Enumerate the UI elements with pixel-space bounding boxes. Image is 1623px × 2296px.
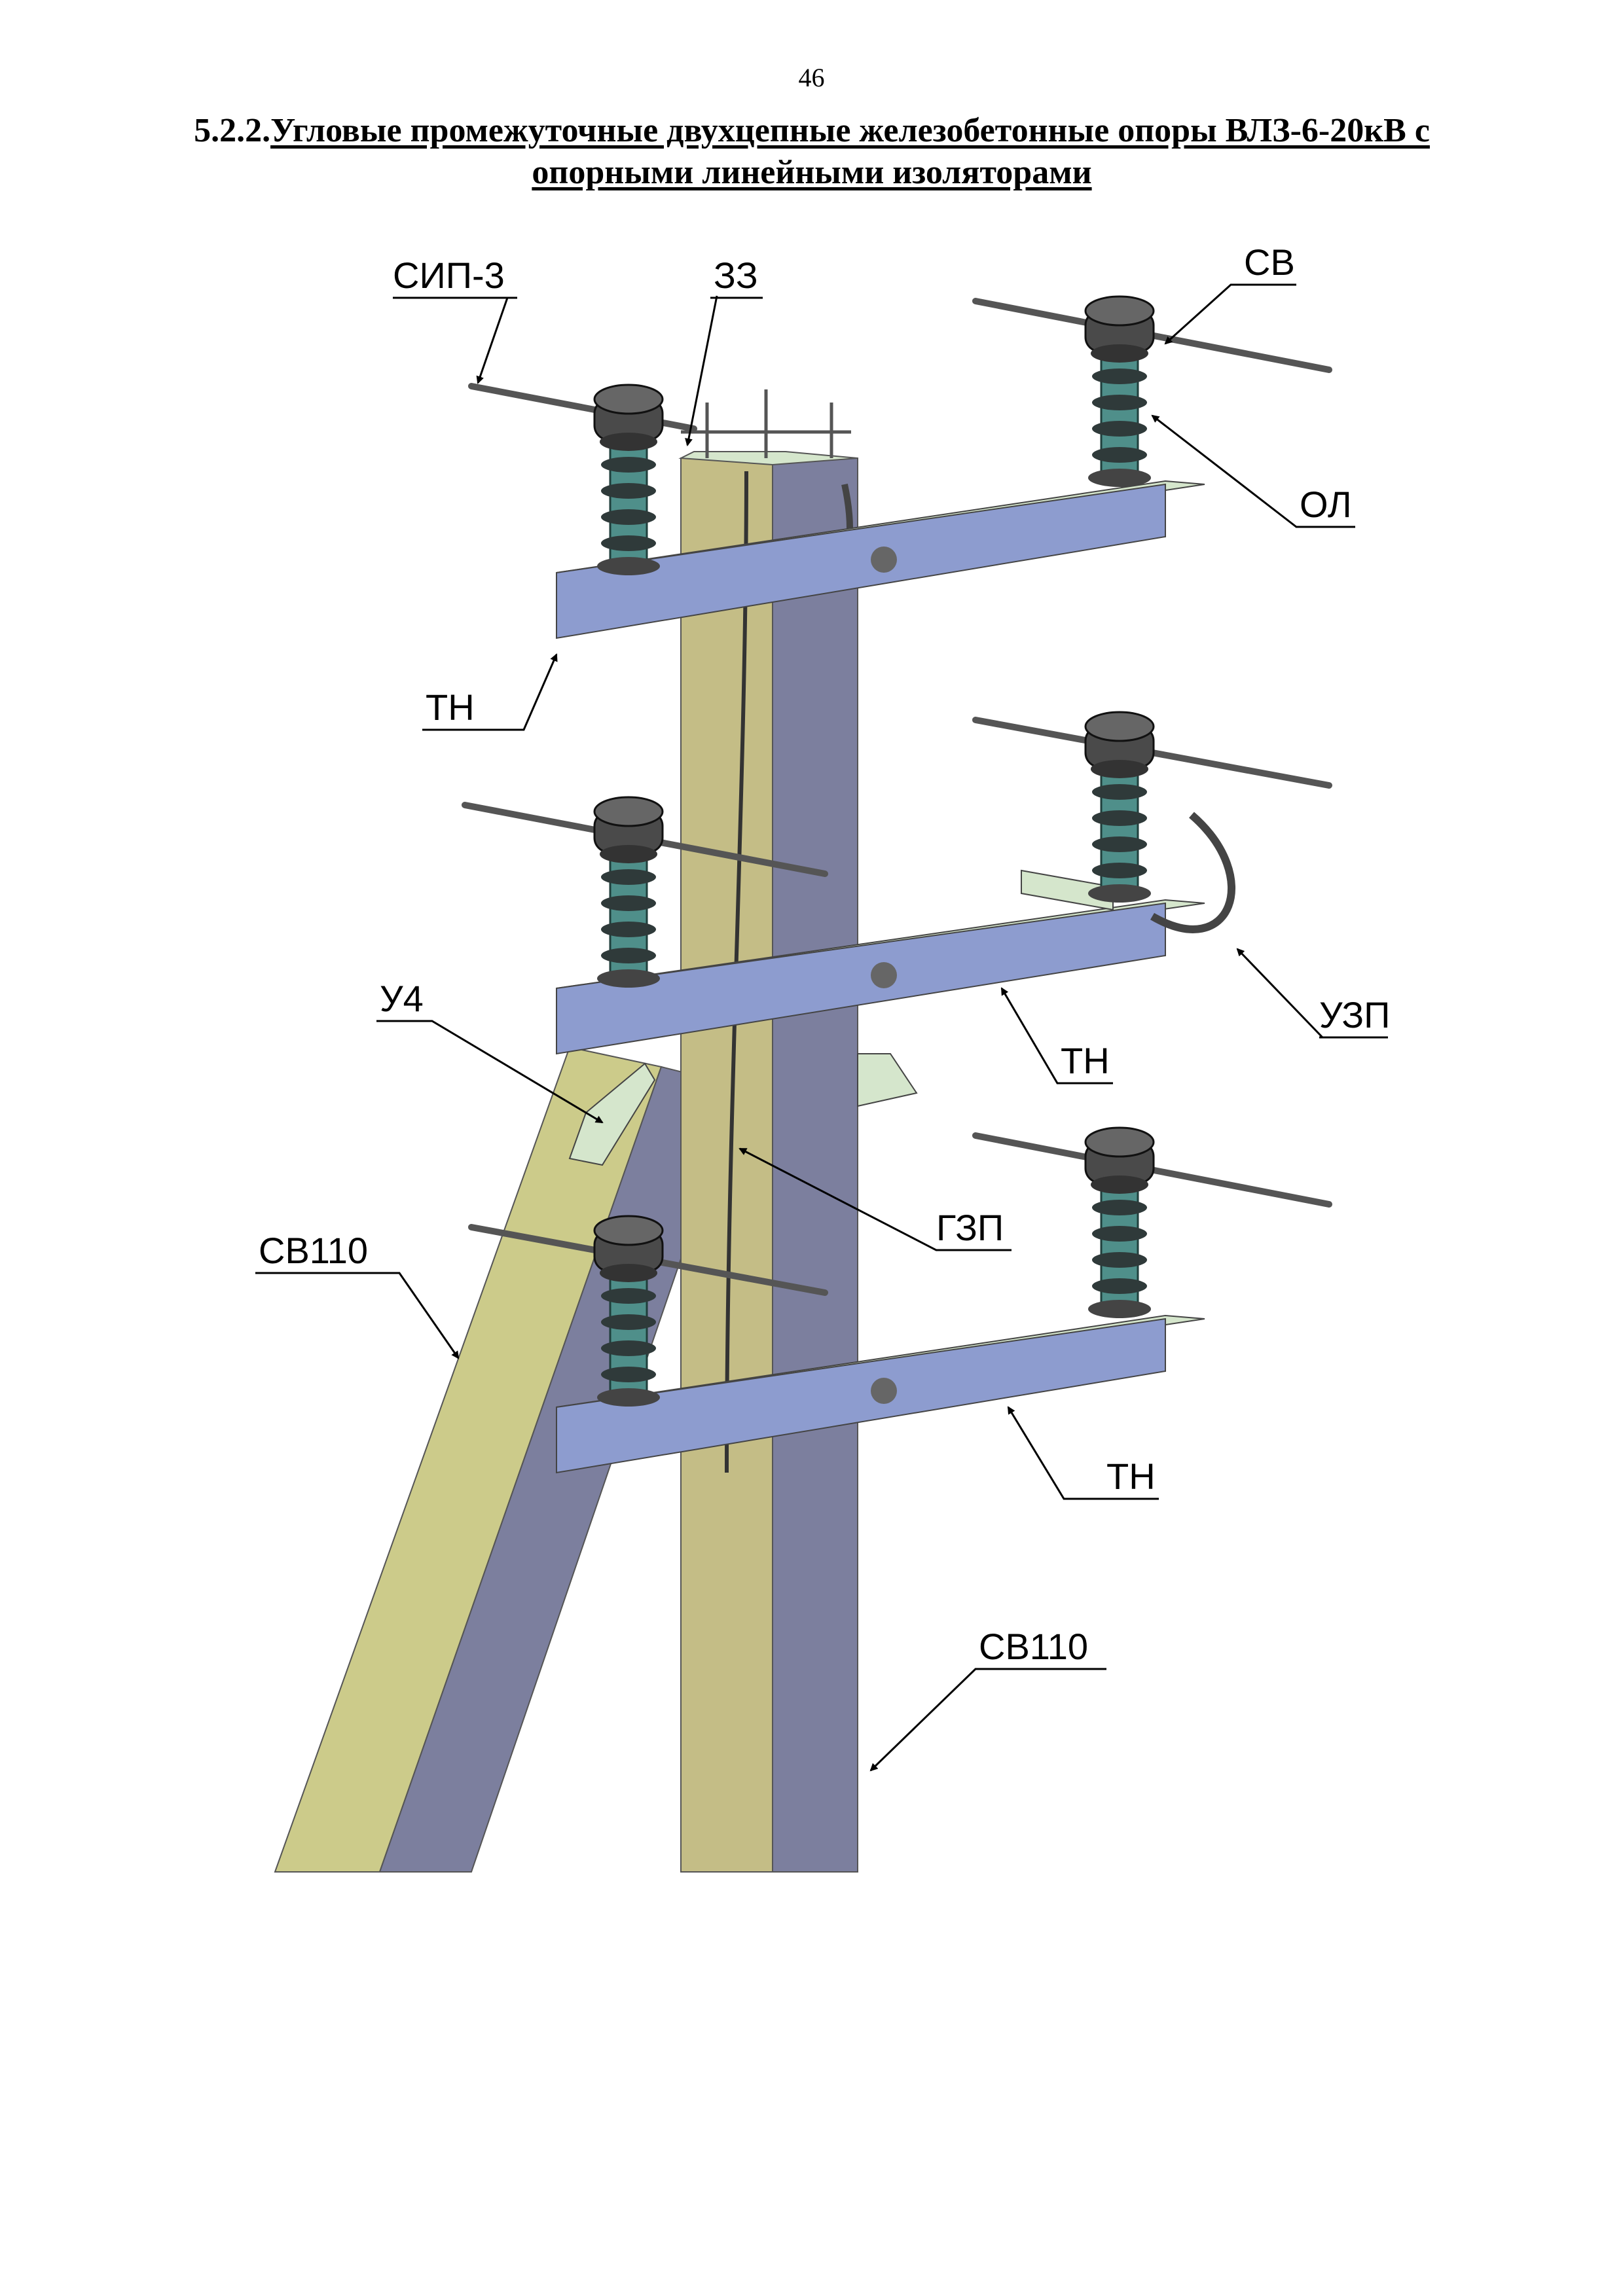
- label-tn-bottom: ТН: [1064, 1456, 1159, 1500]
- svg-text:СВ: СВ: [1244, 242, 1295, 283]
- insulator-middle-right: [1084, 711, 1155, 904]
- svg-text:СИП-3: СИП-3: [393, 255, 505, 296]
- label-sv110-left: СВ110: [255, 1230, 399, 1274]
- leader-sip3: [476, 297, 509, 384]
- leader-sv110-bottom: [869, 1668, 1100, 1772]
- label-tn-top: ТН: [422, 687, 524, 731]
- svg-text:СВ110: СВ110: [979, 1626, 1088, 1667]
- insulator-top-left: [593, 384, 664, 577]
- u4-bracket: [568, 1062, 656, 1166]
- insulator-middle-left: [593, 796, 664, 989]
- title-line-1: Угловые промежуточные двухцепные железоб…: [270, 112, 1430, 149]
- insulator-bottom-right: [1084, 1126, 1155, 1319]
- leader-zz: [685, 295, 718, 446]
- leader-sv110-left: [367, 1272, 460, 1359]
- svg-text:ТН: ТН: [1106, 1456, 1156, 1497]
- label-u4: У4: [376, 978, 432, 1022]
- main-pole-light: [680, 457, 773, 1873]
- page-title: 5.2.2.Угловые промежуточные двухцепные ж…: [118, 110, 1506, 194]
- top-bolts: [681, 389, 851, 458]
- pole-top-cap: [678, 451, 858, 466]
- svg-text:СВ110: СВ110: [259, 1230, 368, 1271]
- svg-text:УЗП: УЗП: [1319, 994, 1390, 1035]
- crossarm-top: [556, 480, 1205, 639]
- svg-text:ТН: ТН: [1061, 1040, 1110, 1081]
- svg-text:ГЗП: ГЗП: [936, 1207, 1004, 1248]
- crossarm-bottom: [556, 1314, 1205, 1474]
- leader-tn-top: [484, 653, 558, 731]
- label-uzp: УЗП: [1319, 994, 1390, 1039]
- label-sv110-bottom: СВ110: [976, 1626, 1106, 1670]
- label-sip3: СИП-3: [393, 255, 517, 299]
- insulator-top-right: [1084, 295, 1155, 488]
- svg-text:ОЛ: ОЛ: [1300, 484, 1352, 525]
- section-number: 5.2.2.: [194, 112, 271, 149]
- page-number: 46: [798, 63, 825, 92]
- svg-text:ЗЗ: ЗЗ: [714, 255, 758, 296]
- label-gzp: ГЗП: [936, 1207, 1012, 1251]
- label-zz: ЗЗ: [710, 255, 763, 299]
- uzp-arc: [1150, 812, 1236, 933]
- crossarm-middle: [556, 869, 1205, 1055]
- svg-text:У4: У4: [380, 978, 424, 1019]
- leader-tn-bottom: [1007, 1406, 1106, 1500]
- leader-sv: [1164, 283, 1264, 345]
- main-pole-dark: [772, 457, 858, 1873]
- ground-conductor: [725, 471, 748, 1473]
- title-line-2: опорными линейными изоляторами: [532, 154, 1092, 191]
- strut-clamp-bracket: [857, 1053, 918, 1107]
- label-ol: ОЛ: [1296, 484, 1355, 528]
- label-sv: СВ: [1231, 242, 1296, 286]
- svg-text:ТН: ТН: [426, 687, 475, 728]
- label-tn-middle: ТН: [1057, 1040, 1113, 1085]
